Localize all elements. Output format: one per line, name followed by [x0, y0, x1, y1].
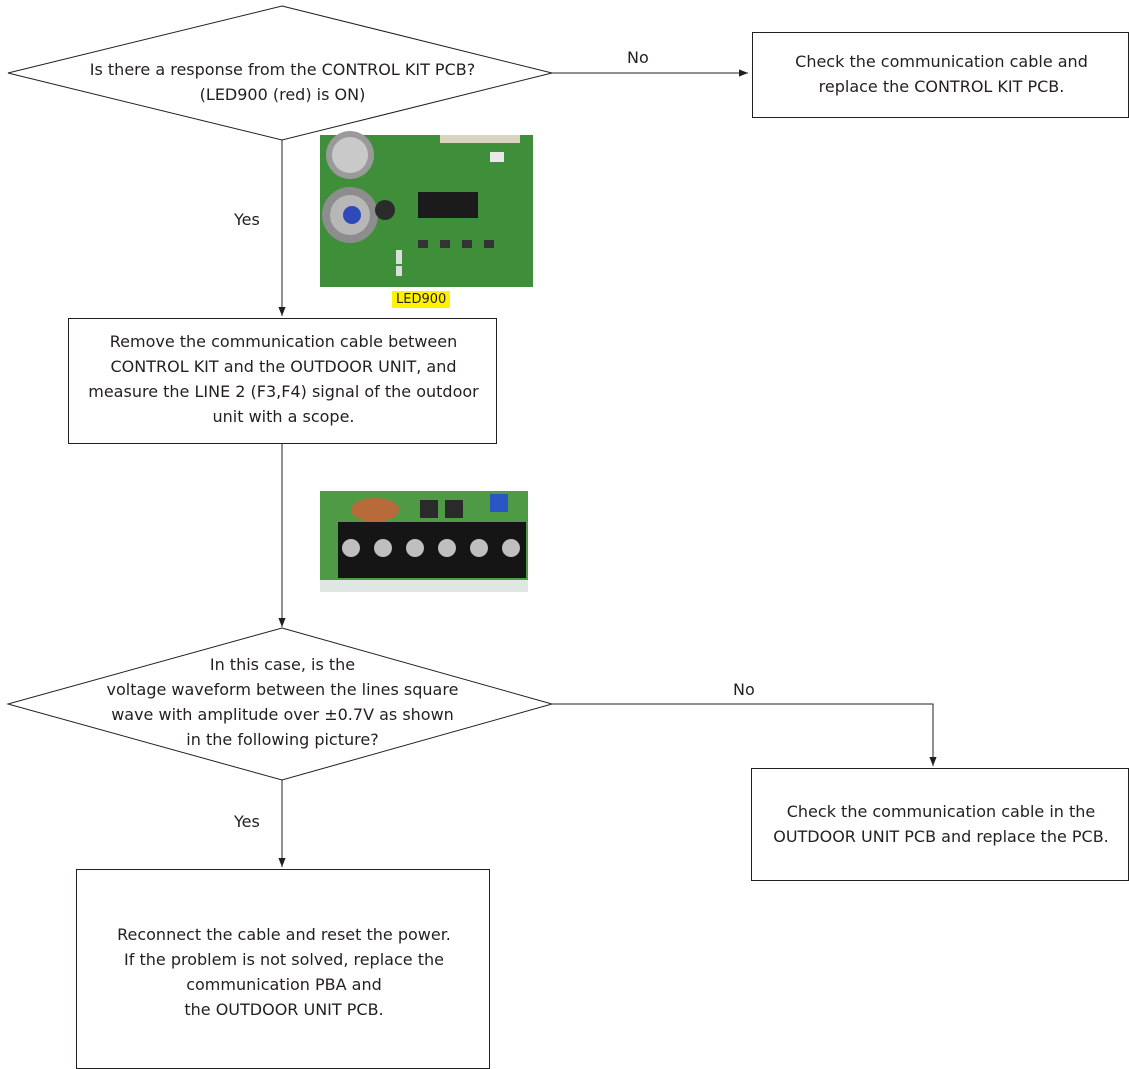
box-remove-line-3: measure the LINE 2 (F3,F4) signal of the…	[88, 382, 479, 401]
edge-d2-no	[552, 703, 937, 766]
box-reconnect-line-1: Reconnect the cable and reset the power.	[117, 925, 451, 944]
terminal-block-photo-icon	[320, 491, 528, 592]
decision-1-line-1: Is there a response from the CONTROL KIT…	[89, 60, 476, 79]
decision-2-line-4: in the following picture?	[186, 730, 379, 749]
box-reconnect-line-2: If the problem is not solved, replace th…	[124, 950, 444, 969]
box-remove-cable: Remove the communication cable between C…	[68, 318, 497, 444]
edge-label-yes-1: Yes	[234, 210, 260, 229]
edge-label-no-2: No	[733, 680, 755, 699]
decision-2-text: In this case, is the voltage waveform be…	[60, 652, 505, 752]
decision-2-line-1: In this case, is the	[209, 655, 356, 674]
box-reconnect-line-4: the OUTDOOR UNIT PCB.	[184, 1000, 384, 1019]
decision-1-text: Is there a response from the CONTROL KIT…	[60, 57, 505, 107]
box-check-control-line-1: Check the communication cable and	[795, 52, 1088, 71]
box-remove-line-4: unit with a scope.	[212, 407, 355, 426]
box-reconnect: Reconnect the cable and reset the power.…	[76, 869, 490, 1069]
edge-label-yes-2: Yes	[234, 812, 260, 831]
box-check-control-line-2: replace the CONTROL KIT PCB.	[818, 77, 1065, 96]
decision-1-line-2: (LED900 (red) is ON)	[199, 85, 366, 104]
box-remove-line-2: CONTROL KIT and the OUTDOOR UNIT, and	[110, 357, 457, 376]
decision-2-line-2: voltage waveform between the lines squar…	[106, 680, 459, 699]
box-remove-line-1: Remove the communication cable between	[109, 332, 458, 351]
decision-2-line-3: wave with amplitude over ±0.7V as shown	[111, 705, 454, 724]
led900-callout: LED900	[392, 291, 451, 308]
box-reconnect-line-3: communication PBA and	[186, 975, 382, 994]
box-check-outdoor-line-2: OUTDOOR UNIT PCB and replace the PCB.	[773, 827, 1109, 846]
pcb-photo-icon	[320, 131, 533, 287]
box-check-control-kit: Check the communication cable and replac…	[752, 32, 1129, 118]
box-check-outdoor-line-1: Check the communication cable in the	[786, 802, 1096, 821]
edge-label-no-1: No	[627, 48, 649, 67]
box-check-outdoor-unit: Check the communication cable in the OUT…	[751, 768, 1129, 881]
